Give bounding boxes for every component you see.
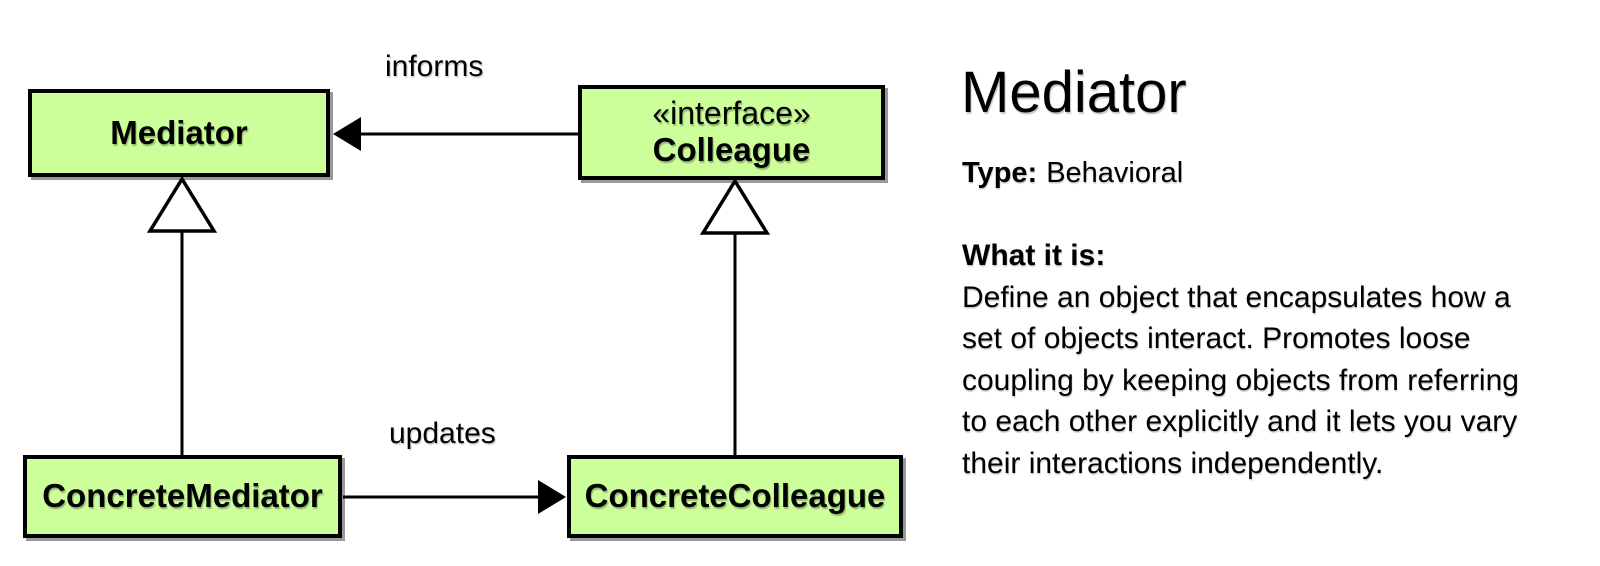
class-box-mediator: Mediator [28, 89, 330, 177]
interface-stereotype-label: «interface» [652, 95, 811, 132]
type-value: Behavioral [1046, 157, 1184, 189]
description-line: set of objects interact. Promotes loose [962, 322, 1471, 355]
generalization-triangle-mediator [146, 175, 218, 233]
edge-label-informs: informs [385, 50, 484, 83]
updates-arrowhead [538, 480, 566, 514]
class-box-concrete-mediator: ConcreteMediator [23, 455, 342, 538]
class-name-concrete-mediator: ConcreteMediator [42, 477, 323, 515]
type-label: Type: [962, 157, 1038, 189]
pattern-title: Mediator [961, 60, 1187, 125]
description-line: Define an object that encapsulates how a [962, 280, 1511, 314]
informs-arrowhead [333, 117, 361, 151]
description-line: their interactions independently. [962, 446, 1384, 480]
pattern-description-block: What it is: Define an object that encaps… [962, 235, 1519, 484]
interface-box-colleague: «interface» Colleague [578, 85, 885, 180]
class-name-colleague: Colleague [652, 130, 811, 168]
description-line: coupling by keeping objects from referri… [962, 363, 1519, 397]
class-name-concrete-colleague: ConcreteColleague [584, 477, 886, 515]
class-name-mediator: Mediator [110, 113, 248, 151]
generalization-triangle-colleague [699, 177, 771, 235]
description-line: to each other explicitly and it lets you… [962, 405, 1518, 438]
pattern-type-line: Type:Behavioral [962, 157, 1183, 190]
what-it-is-label: What it is: [962, 239, 1106, 272]
edge-label-updates: updates [389, 417, 496, 450]
class-box-concrete-colleague: ConcreteColleague [567, 455, 903, 538]
